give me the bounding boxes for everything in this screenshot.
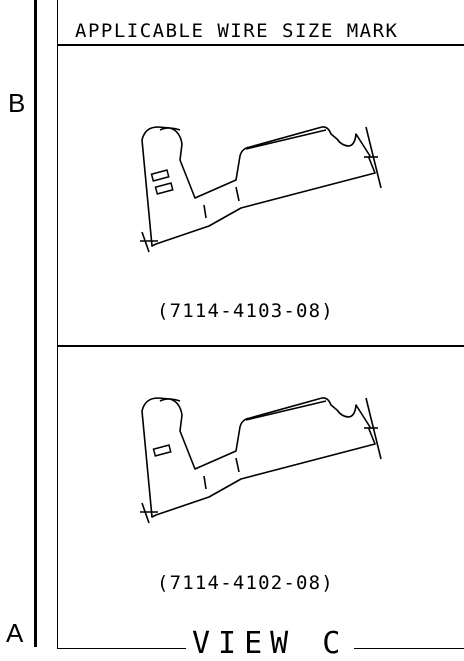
- drawing-border-left: [34, 0, 37, 647]
- wire-size-mark-2a: [152, 444, 172, 457]
- terminal-tab-2: [159, 398, 181, 402]
- terminal-drawing-1: [140, 126, 382, 253]
- header-divider: [57, 44, 464, 46]
- panel-divider: [57, 345, 464, 347]
- terminal-tab-1: [159, 127, 181, 131]
- zone-marker-a: A: [6, 618, 24, 648]
- terminal-outline-2: [141, 397, 376, 518]
- zone-marker-b: B: [8, 88, 26, 118]
- crimp-slit-2a: [203, 475, 207, 490]
- crimp-slit-1a: [203, 204, 207, 219]
- terminal-crimp-edge-1: [245, 129, 327, 150]
- part-number-1: (7114-4103-08): [157, 300, 334, 322]
- part-number-2: (7114-4102-08): [157, 572, 334, 594]
- wire-size-mark-1b: [154, 182, 174, 195]
- view-label: VIEW C: [186, 626, 355, 661]
- wire-size-mark-1a: [150, 169, 170, 182]
- crimp-slit-2b: [235, 457, 240, 473]
- terminal-crimp-edge-2: [245, 400, 327, 421]
- dimension-line-left-2: [141, 502, 150, 524]
- terminal-drawing-2: [140, 397, 382, 524]
- dimension-line-left-1: [141, 231, 150, 253]
- crimp-slit-1b: [235, 186, 240, 202]
- table-header-title: APPLICABLE WIRE SIZE MARK: [75, 20, 399, 42]
